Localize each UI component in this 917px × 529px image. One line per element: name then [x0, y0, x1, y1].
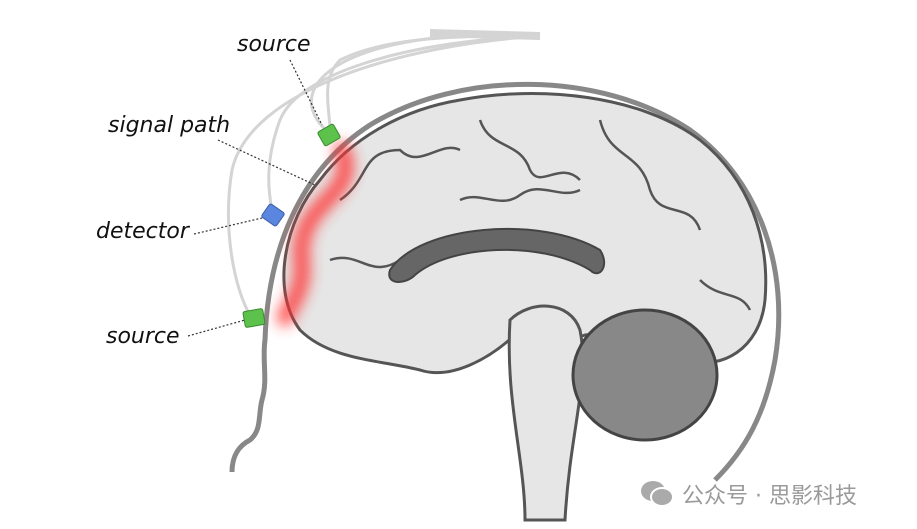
source-sensor-top: [317, 123, 341, 147]
watermark: 公众号 · 思影科技: [640, 478, 857, 510]
label-detector: detector: [96, 219, 189, 244]
wechat-icon: [641, 481, 674, 507]
signal-path: [277, 142, 354, 326]
head-outline: [229, 81, 782, 482]
label-source-bottom: source: [106, 324, 180, 349]
source-sensor-bottom: [242, 308, 266, 328]
leader-lines: [187, 59, 323, 337]
label-source-top: source: [237, 32, 311, 57]
cables: [226, 29, 541, 316]
brain-folds: [329, 119, 752, 311]
detector-sensor: [261, 203, 285, 227]
label-signal-path: signal path: [108, 113, 231, 138]
cerebellum: [571, 308, 719, 442]
brainstem: [507, 304, 585, 522]
watermark-text: 公众号 · 思影科技: [682, 484, 857, 509]
corpus-callosum: [388, 228, 606, 283]
